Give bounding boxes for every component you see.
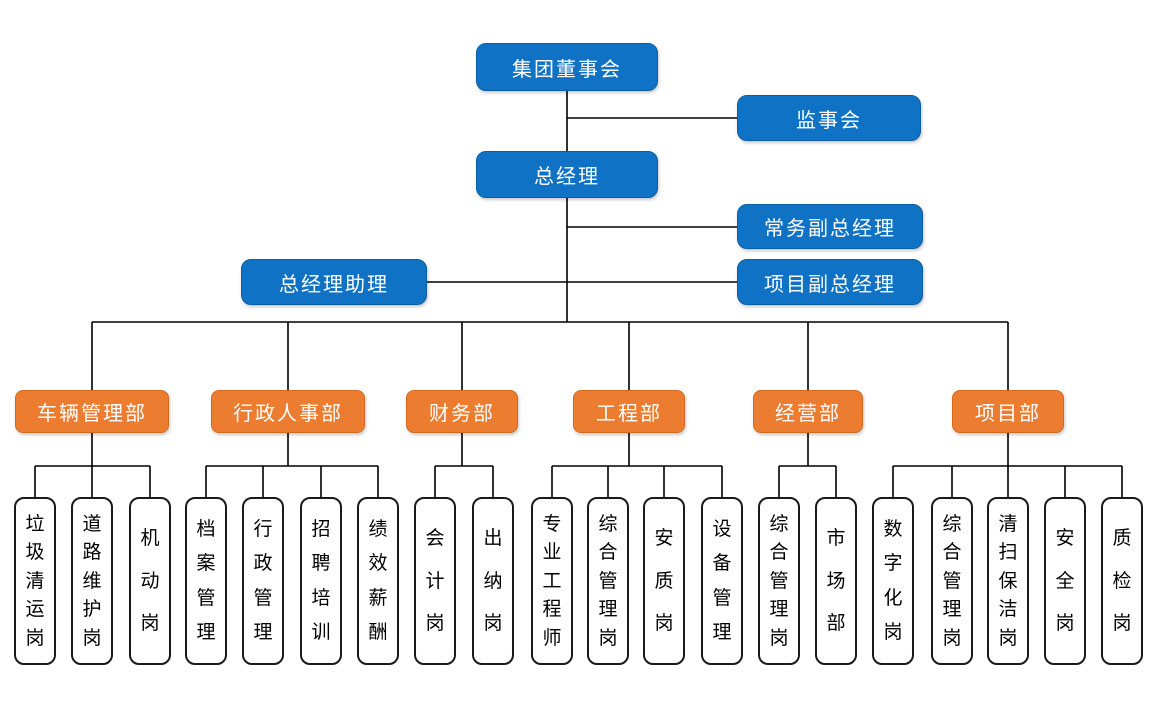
node-general-manager: 总经理 (476, 151, 658, 198)
node-position-general-management-ops: 综合管理岗 (758, 497, 800, 665)
node-position-accounting: 会计岗 (414, 497, 456, 665)
node-position-safety-quality: 安质岗 (643, 497, 685, 665)
node-dept-vehicle-management: 车辆管理部 (15, 390, 169, 433)
node-position-road-maintenance: 道路维护岗 (71, 497, 113, 665)
node-project-deputy-gm: 项目副总经理 (737, 259, 923, 305)
node-position-general-management-eng: 综合管理岗 (587, 497, 629, 665)
node-dept-engineering: 工程部 (573, 390, 685, 433)
node-board-of-directors: 集团董事会 (476, 43, 658, 91)
node-gm-assistant: 总经理助理 (241, 259, 427, 305)
node-position-digitalization: 数字化岗 (872, 497, 914, 665)
node-position-cleaning: 清扫保洁岗 (987, 497, 1029, 665)
node-position-equipment-management: 设备管理 (701, 497, 743, 665)
node-position-performance-compensation: 绩效薪酬 (357, 497, 399, 665)
node-position-market: 市场部 (815, 497, 857, 665)
node-executive-deputy-gm: 常务副总经理 (737, 204, 923, 249)
node-position-professional-engineer: 专业工程师 (531, 497, 573, 665)
node-supervisory-board: 监事会 (737, 95, 921, 141)
node-position-administration: 行政管理 (242, 497, 284, 665)
node-position-mobile: 机动岗 (129, 497, 171, 665)
node-position-quality-inspection: 质检岗 (1101, 497, 1143, 665)
node-dept-project: 项目部 (952, 390, 1064, 433)
node-position-archives-management: 档案管理 (185, 497, 227, 665)
node-position-recruitment-training: 招聘培训 (300, 497, 342, 665)
node-dept-admin-hr: 行政人事部 (211, 390, 365, 433)
node-position-garbage-collection: 垃圾清运岗 (14, 497, 56, 665)
node-position-general-management-proj: 综合管理岗 (931, 497, 973, 665)
node-position-cashier: 出纳岗 (472, 497, 514, 665)
node-dept-operations: 经营部 (753, 390, 863, 433)
node-position-safety: 安全岗 (1044, 497, 1086, 665)
node-dept-finance: 财务部 (406, 390, 518, 433)
